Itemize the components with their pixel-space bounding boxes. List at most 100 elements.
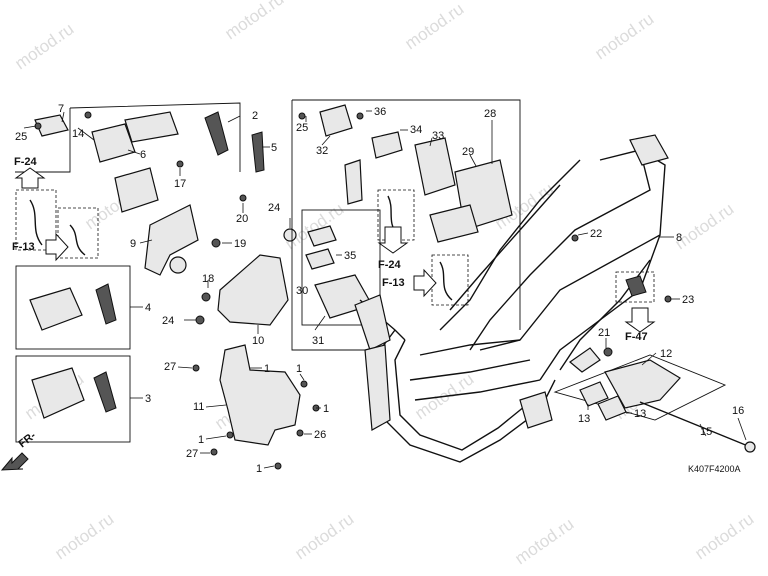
part-21-nut [603, 347, 613, 357]
part-label-30: 30 [296, 285, 308, 297]
part-stand-bracket [519, 391, 553, 429]
part-label-9: 9 [130, 238, 136, 250]
leader [77, 127, 95, 141]
ref-label: F-47 [625, 331, 648, 343]
part-label-6: 6 [140, 149, 146, 161]
watermark: motod.ru [671, 199, 737, 253]
part-box [15, 355, 131, 443]
ref-label: F-13 [12, 241, 35, 253]
ref-label: FR- [16, 429, 38, 450]
part-1-nut [226, 431, 234, 439]
cable [29, 199, 43, 246]
part-label-24: 24 [268, 202, 280, 214]
part-13-bushing [579, 381, 609, 407]
part-label-16: 16 [732, 405, 744, 417]
group-bracket [292, 99, 521, 330]
part-label-22: 22 [590, 228, 602, 240]
part-6-switch-top [124, 111, 179, 143]
right-arrow-icon [413, 268, 437, 298]
part-4-switch [29, 287, 83, 331]
part-label-8: 8 [676, 232, 682, 244]
cable-callout-box [57, 207, 99, 259]
part-label-24: 24 [162, 315, 174, 327]
part-label-1: 1 [264, 363, 270, 375]
part-9-bracket [144, 204, 199, 276]
part-label-26: 26 [314, 429, 326, 441]
part-harness-clip [344, 159, 363, 205]
watermark: motod.ru [291, 509, 357, 563]
leader [737, 417, 747, 441]
part-head-pipe [354, 294, 391, 351]
middle-electrical-group [291, 99, 521, 351]
down-arrow-icon [624, 307, 656, 333]
part-label-15: 15 [700, 426, 712, 438]
part-13-bushing [597, 395, 627, 421]
watermark: motod.ru [691, 509, 757, 563]
cable-callout-box [15, 189, 57, 251]
frame-tube [394, 339, 531, 451]
frame-tube [379, 329, 556, 463]
frame-tube [414, 379, 541, 401]
frame-tube [449, 184, 561, 311]
ref-callout-box [615, 271, 655, 303]
part-label-23: 23 [682, 294, 694, 306]
part-label-25: 25 [15, 131, 27, 143]
part-number-labels: 7 25 14 6 2 5 17 20 9 19 18 24 10 24 4 3… [15, 103, 744, 475]
part-label-5: 5 [271, 142, 277, 154]
part-19-bolt [211, 238, 221, 248]
part-label-18: 18 [202, 273, 214, 285]
part-box [15, 265, 131, 350]
watermark: motod.ru [221, 0, 287, 43]
part-label-27: 27 [186, 448, 198, 460]
part-27-bolt [192, 364, 200, 372]
part-ignition-cylinder [114, 167, 159, 213]
part-label-3: 3 [145, 393, 151, 405]
part-label-1: 1 [323, 403, 329, 415]
part-key [204, 111, 229, 156]
part-33-module [414, 137, 456, 196]
watermark: motod.ru [401, 0, 467, 53]
part-plate [625, 275, 647, 297]
ref-f47: F-47 [624, 307, 656, 343]
part-engine-mount [569, 347, 601, 373]
cable [439, 261, 453, 301]
part-label-32: 32 [316, 145, 328, 157]
part-label-33: 33 [432, 130, 444, 142]
part-36-screw [356, 112, 364, 120]
frame-tube [479, 149, 666, 351]
part-18-bolt [201, 292, 211, 302]
part-label-34: 34 [410, 124, 422, 136]
part-label-31: 31 [312, 335, 324, 347]
part-20-screw [239, 194, 247, 202]
ref-f13-left: F-13 [12, 232, 69, 262]
part-35-fuse [307, 225, 337, 247]
part-label-11: 11 [193, 401, 204, 413]
part-label-1: 1 [296, 363, 302, 375]
part-label-19: 19 [234, 238, 246, 250]
watermark: motod.ru [511, 514, 577, 568]
ref-f13-mid: F-13 [382, 268, 437, 298]
leader [299, 373, 305, 381]
leader [469, 154, 477, 167]
leader [139, 239, 153, 244]
part-label-12: 12 [660, 348, 672, 360]
part-16-bolt [639, 401, 749, 447]
leader [227, 115, 241, 123]
part-11-bracket [219, 344, 301, 446]
part-label-35: 35 [344, 250, 356, 262]
group-bracket [291, 100, 385, 351]
part-5-key [251, 131, 265, 173]
part-label-10: 10 [252, 335, 264, 347]
part-label-28: 28 [484, 108, 496, 120]
part-4-key [95, 283, 117, 325]
part-9-boss [169, 256, 187, 274]
leader [321, 135, 331, 146]
leader [429, 137, 433, 147]
leader [641, 352, 657, 366]
part-label-4: 4 [145, 302, 151, 314]
ref-f24-left: F-24 [14, 156, 46, 189]
part-label-13: 13 [578, 413, 590, 425]
part-box [301, 209, 381, 326]
ref-label: F-24 [378, 259, 402, 271]
right-arrow-icon [45, 232, 69, 262]
